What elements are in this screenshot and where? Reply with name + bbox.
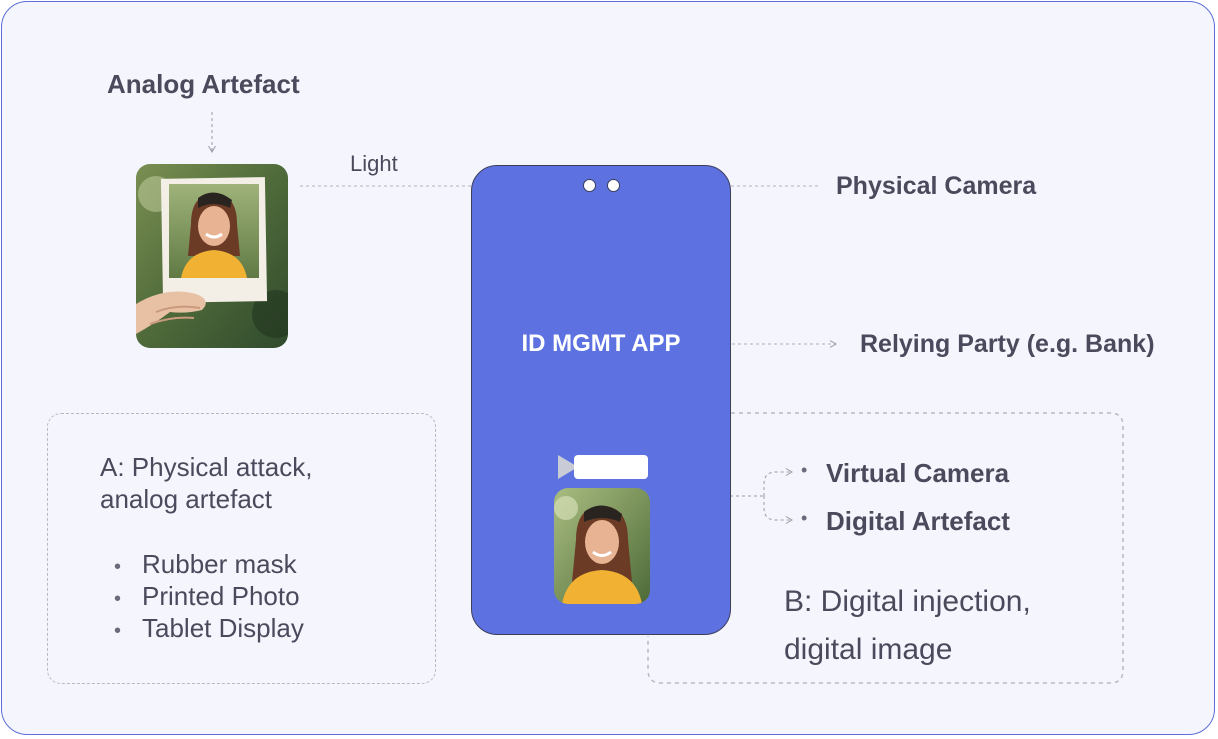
section-a-box (47, 413, 436, 684)
section-a-list: •Rubber mask •Printed Photo •Tablet Disp… (114, 548, 304, 644)
digital-artefact-label: Digital Artefact (826, 506, 1010, 536)
virtual-camera-bullet: • (801, 460, 808, 480)
list-item: •Tablet Display (114, 613, 304, 643)
section-b-title-line2: digital image (784, 633, 953, 666)
analog-artefact-label: Analog Artefact (107, 69, 300, 99)
digital-artefact-arrowhead (785, 516, 793, 524)
phone-camera-lens-right (607, 179, 620, 192)
virtual-camera-arrowhead (785, 468, 793, 476)
virtual-camera-bar (574, 455, 648, 479)
virtual-camera-label: Virtual Camera (826, 458, 1010, 488)
injected-digital-image (554, 488, 650, 604)
light-label: Light (350, 151, 398, 176)
app-title: ID MGMT APP (521, 330, 681, 357)
section-a-title-line1: A: Physical attack, (100, 452, 313, 482)
play-triangle-icon (558, 455, 578, 479)
relying-party-label: Relying Party (e.g. Bank) (860, 330, 1155, 358)
section-a-title-line2: analog artefact (100, 484, 273, 514)
injection-branch-line (670, 471, 790, 521)
analog-artefact-photo (136, 164, 288, 348)
phone-camera-lens-left (583, 179, 596, 192)
list-item: •Rubber mask (114, 549, 297, 579)
list-item: •Printed Photo (114, 581, 300, 611)
digital-artefact-bullet: • (801, 508, 808, 528)
section-b-title-line1: B: Digital injection, (784, 585, 1031, 618)
physical-camera-label: Physical Camera (836, 172, 1037, 200)
